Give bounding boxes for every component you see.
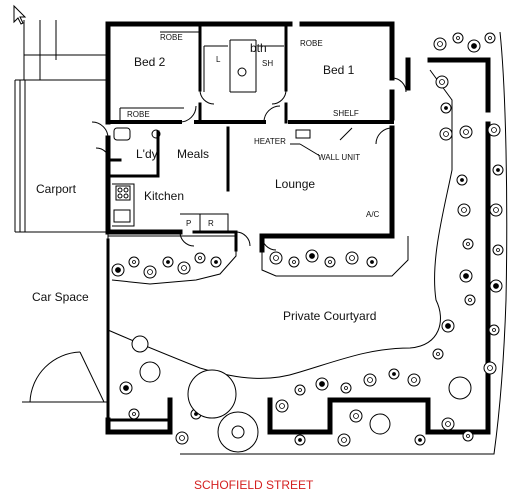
- tree-canopies: [131, 335, 472, 453]
- fixture-label-robe: ROBE: [127, 110, 150, 119]
- room-label-laundry: L'dy: [136, 147, 158, 161]
- courtyard-walls: [105, 31, 508, 455]
- area-label-car-space: Car Space: [32, 290, 89, 304]
- shrub-center: [123, 385, 129, 391]
- shrub-center: [279, 403, 285, 409]
- shrub-center: [181, 265, 187, 271]
- shrub-center: [463, 273, 469, 279]
- fixture-label-wall-unit: WALL UNIT: [318, 153, 360, 162]
- shrub-center: [487, 365, 493, 371]
- shrub-center: [444, 106, 448, 110]
- shrub-center: [491, 127, 497, 133]
- mouse-cursor-icon: [13, 4, 27, 25]
- shrub-center: [166, 260, 170, 264]
- fixture-label-shower: SH: [262, 59, 273, 68]
- shrub-center: [445, 323, 451, 329]
- shrub-center: [367, 377, 373, 383]
- fixture-label-pantry: P: [186, 219, 191, 228]
- shrub-center: [147, 269, 153, 275]
- fixture-label-shelf: SHELF: [333, 109, 359, 118]
- shrub-center: [132, 260, 136, 264]
- shrub-center: [319, 381, 325, 387]
- shrub-center: [179, 435, 185, 441]
- garden-shrubs: [111, 32, 504, 447]
- room-label-bed1: Bed 1: [323, 63, 355, 77]
- appliances: [113, 67, 311, 223]
- shrub-center: [471, 43, 477, 49]
- house-walls: [105, 21, 395, 253]
- shrub-center: [443, 131, 449, 137]
- shrub-center: [298, 388, 302, 392]
- carport-area: [14, 20, 109, 420]
- shrub-center: [463, 129, 469, 135]
- shrub-center: [292, 260, 296, 264]
- shrub-center: [437, 41, 443, 47]
- shrub-center: [493, 207, 499, 213]
- shrub-center: [309, 253, 315, 259]
- shrub-center: [460, 178, 464, 182]
- shrub-center: [132, 412, 136, 416]
- shrub-center: [341, 437, 347, 443]
- shrub-center: [115, 267, 121, 273]
- fixture-label-linen: L: [216, 55, 221, 64]
- shrub-center: [461, 207, 467, 213]
- area-label-carport: Carport: [36, 182, 77, 196]
- shrub-center: [392, 372, 396, 376]
- shrub-center: [298, 438, 302, 442]
- room-label-lounge: Lounge: [275, 177, 315, 191]
- shrub-center: [496, 248, 500, 252]
- shrub-center: [344, 386, 348, 390]
- shrub-center: [496, 168, 500, 172]
- shrub-center: [488, 36, 492, 40]
- shrub-center: [493, 283, 499, 289]
- shrub-center: [328, 260, 332, 264]
- room-label-bed2: Bed 2: [134, 55, 166, 69]
- door-swings: [91, 77, 407, 251]
- shrub-center: [466, 242, 470, 246]
- fixture-label-bath: bth: [250, 41, 267, 55]
- shrub-center: [214, 260, 218, 264]
- shrub-center: [439, 79, 445, 85]
- room-label-kitchen: Kitchen: [144, 189, 184, 203]
- fixture-label-robe: ROBE: [160, 33, 183, 42]
- fixture-label-ac: A/C: [366, 210, 380, 219]
- fixture-label-heater: HEATER: [254, 137, 286, 146]
- shrub-center: [411, 377, 417, 383]
- fixture-label-robe: ROBE: [300, 39, 323, 48]
- shrub-center: [466, 434, 470, 438]
- shrub-center: [349, 255, 355, 261]
- shrub-center: [456, 36, 460, 40]
- shrub-center: [198, 256, 202, 260]
- shrub-center: [370, 260, 374, 264]
- shrub-center: [492, 328, 496, 332]
- shrub-center: [353, 413, 359, 419]
- area-label-private-courtyard: Private Courtyard: [283, 309, 376, 323]
- room-label-meals: Meals: [177, 147, 209, 161]
- shrub-center: [418, 438, 422, 442]
- fixture-label-fridge: R: [208, 219, 214, 228]
- shrub-center: [468, 298, 472, 302]
- shrub-center: [436, 352, 440, 356]
- street-name-label: SCHOFIELD STREET: [194, 478, 314, 492]
- shrub-center: [273, 255, 279, 261]
- shrub-center: [445, 421, 451, 427]
